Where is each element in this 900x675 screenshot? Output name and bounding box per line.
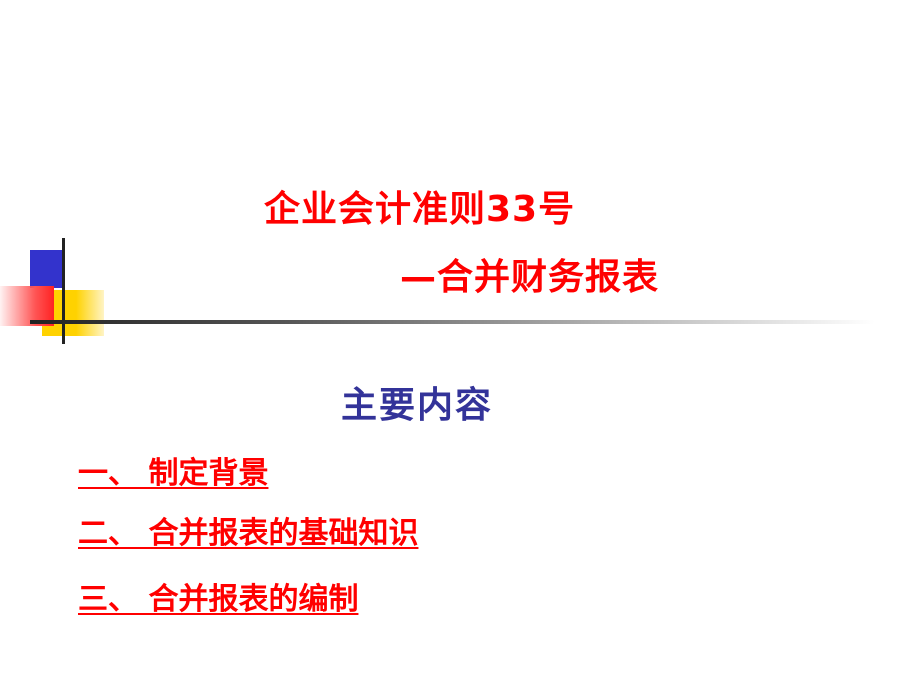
toc-link-preparation[interactable]: 三、 合并报表的编制 [78,582,359,617]
decorative-blue-square [30,250,63,288]
toc-link-basics[interactable]: 二、 合并报表的基础知识 [78,516,419,551]
toc-link-background[interactable]: 一、 制定背景 [78,456,269,491]
contents-heading: 主要内容 [341,385,494,426]
decorative-horizontal-rule [30,320,875,324]
slide-title: 企业会计准则33号 [264,189,576,230]
slide-subtitle: —合并财务报表 [400,257,660,298]
decorative-red-square [0,286,54,326]
decorative-vertical-line [62,238,65,344]
